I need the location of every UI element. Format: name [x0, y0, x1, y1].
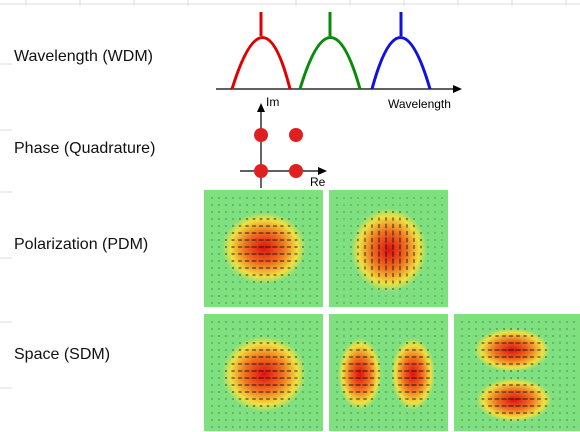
re-axis-arrow — [318, 167, 327, 175]
constellation-point — [289, 128, 303, 142]
spectrum-peak-red — [230, 36, 292, 90]
pdm-mode-horizontal — [204, 190, 323, 307]
spectrum-axis-arrow — [453, 85, 462, 93]
row-label-quadrature: Phase (Quadrature) — [14, 140, 156, 157]
quadrature-constellation: Im Re — [240, 95, 327, 189]
wdm-spectrum: Wavelength — [216, 12, 462, 111]
field-vectors — [336, 197, 443, 304]
field-vectors — [461, 321, 575, 428]
pdm-mode-vertical — [329, 190, 448, 307]
re-axis-label: Re — [310, 175, 326, 189]
im-axis-arrow — [257, 103, 265, 112]
mode-intensity-lobe — [351, 208, 427, 292]
field-vectors — [211, 321, 318, 428]
mode-intensity-lobe — [476, 378, 552, 422]
constellation-point — [254, 164, 268, 178]
row-label-pdm: Polarization (PDM) — [14, 236, 149, 253]
sdm-mode-lp11a — [329, 314, 448, 431]
spectrum-peak-blue — [370, 36, 432, 90]
row-label-wdm: Wavelength (WDM) — [14, 48, 153, 65]
field-vectors — [336, 321, 443, 428]
spectrum-xlabel: Wavelength — [388, 97, 451, 111]
field-vectors — [211, 197, 318, 304]
sdm-mode-lp11b — [454, 314, 580, 431]
mode-intensity-lobe — [222, 336, 306, 412]
mode-intensity-lobe — [391, 338, 435, 410]
im-axis-label: Im — [266, 95, 279, 109]
sdm-mode-lp01 — [204, 314, 323, 431]
row-label-sdm: Space (SDM) — [14, 346, 111, 363]
constellation-point — [289, 164, 303, 178]
mode-intensity-lobe — [222, 212, 306, 284]
mode-intensity-lobe — [338, 338, 382, 410]
constellation-point — [254, 128, 268, 142]
spectrum-peak-green — [298, 36, 362, 90]
